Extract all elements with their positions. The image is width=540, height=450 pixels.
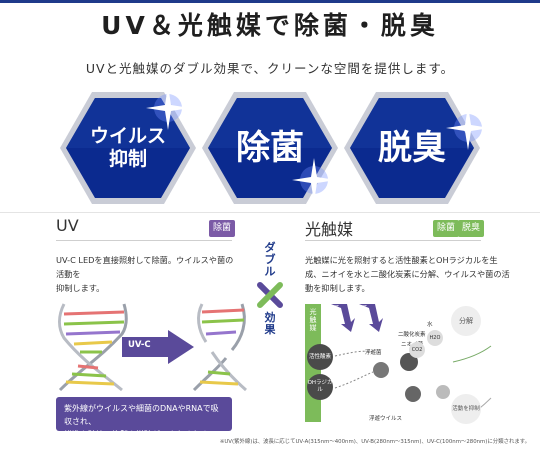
uv-c-arrow-label: UV-C xyxy=(128,340,151,350)
double-effect-mark: ダ ブ ル 効 果 xyxy=(254,242,286,336)
double-effect-char: ダ xyxy=(264,241,276,254)
uv-heading: UV xyxy=(56,216,79,235)
uv-description: UV-C LEDを直接照射して除菌。ウイルスや菌の活動を 抑制します。 xyxy=(56,253,241,295)
hex-virus-inhibit: ウイルス 抑制 xyxy=(58,88,198,208)
hex-label: ウイルス 抑制 xyxy=(58,88,198,208)
floating-bacteria-label: 浮遊菌 xyxy=(365,350,382,356)
h2o-molecule: H2O xyxy=(427,330,443,346)
oh-radical-circle: OHラジカル xyxy=(307,374,333,400)
arrow-right-icon xyxy=(122,330,194,364)
uv-description-line: UV-C LEDを直接照射して除菌。ウイルスや菌の活動を xyxy=(56,255,234,279)
water-label: 水 xyxy=(427,322,433,328)
hex-label: 脱臭 xyxy=(342,88,482,208)
photocatalyst-badge-deodorize: 脱臭 xyxy=(458,220,485,237)
page-title: UV＆光触媒で除菌・脱臭 xyxy=(101,11,439,40)
page-subtitle: UVと光触媒のダブル効果で、クリーンな空間を提供します。 xyxy=(85,61,455,76)
uv-c-arrow: UV-C xyxy=(122,330,194,364)
uv-badge-sterilize: 除菌 xyxy=(209,220,236,237)
footnote: ※UV(紫外線)は、波長に応じてUV-A(315nm〜400nm)、UV-B(2… xyxy=(219,439,530,445)
uv-info-box: 紫外線がウイルスや細菌のDNAやRNAで吸収され、 構造を破壊。複製や増殖ができ… xyxy=(56,397,232,439)
co2-molecule: CO2 xyxy=(409,342,425,358)
active-oxygen-circle: 活性酸素 xyxy=(307,344,333,370)
uv-info-line: 構造を破壊。複製や増殖ができなくなる。 xyxy=(64,430,216,439)
photocatalyst-heading-rule xyxy=(305,240,481,241)
hex-label: 除菌 xyxy=(200,88,340,208)
photocatalyst-heading: 光触媒 xyxy=(305,220,354,239)
photocatalyst-description: 光触媒に光を照射すると活性酸素とOHラジカルを生 成、ニオイを水と二酸化炭素に分… xyxy=(305,253,520,295)
photocatalyst-bar-label: 光触媒 xyxy=(309,308,317,332)
hexagon-shape xyxy=(344,92,480,204)
double-effect-char: 効 xyxy=(264,311,276,324)
co2-label: 二酸化炭素 xyxy=(398,332,426,338)
hex-label-line1: 除菌 xyxy=(236,127,304,168)
dna-helix-icon xyxy=(58,303,128,392)
hex-label-line2: 抑制 xyxy=(108,148,147,170)
decompose-bubble: 分解 xyxy=(451,306,481,336)
inhibit-bubble: 活動を抑制 xyxy=(451,394,481,424)
double-effect-char: ル xyxy=(264,265,276,278)
uv-description-line: 抑制します。 xyxy=(56,283,105,293)
double-effect-char: 果 xyxy=(264,323,276,336)
top-accent-bar xyxy=(0,0,540,3)
hex-deodorize: 脱臭 xyxy=(342,88,482,208)
hex-sterilize: 除菌 xyxy=(200,88,340,208)
double-effect-char: ブ xyxy=(264,253,276,266)
photocatalyst-description-line: 光触媒に光を照射すると活性酸素とOHラジカルを生 xyxy=(305,255,498,265)
photocatalyst-diagram: 光触媒 UV-A UV-A 活性酸素 OHラジカル 浮遊菌 ニオイ菌 二酸化炭素… xyxy=(305,302,495,434)
photocatalyst-description-line: 成、ニオイを水と二酸化炭素に分解、ウイルスや菌の活 xyxy=(305,269,510,279)
section-divider xyxy=(0,212,540,213)
feature-hexagons: ウイルス 抑制 除菌 脱臭 xyxy=(0,86,540,208)
cross-x-icon xyxy=(257,282,283,308)
uv-heading-rule xyxy=(56,240,232,241)
hex-label-line1: ウイルス xyxy=(89,125,166,148)
photocatalyst-badge-sterilize: 除菌 xyxy=(433,220,460,237)
floating-virus-label: 浮遊ウイルス xyxy=(369,416,403,422)
hex-label-line1: 脱臭 xyxy=(378,127,446,168)
uv-info-line: 紫外線がウイルスや細菌のDNAやRNAで吸収され、 xyxy=(64,404,219,426)
broken-dna-icon xyxy=(192,303,247,392)
uv-a-arrows-icon xyxy=(331,304,383,332)
photocatalyst-description-line: 動を抑制します。 xyxy=(305,283,370,293)
